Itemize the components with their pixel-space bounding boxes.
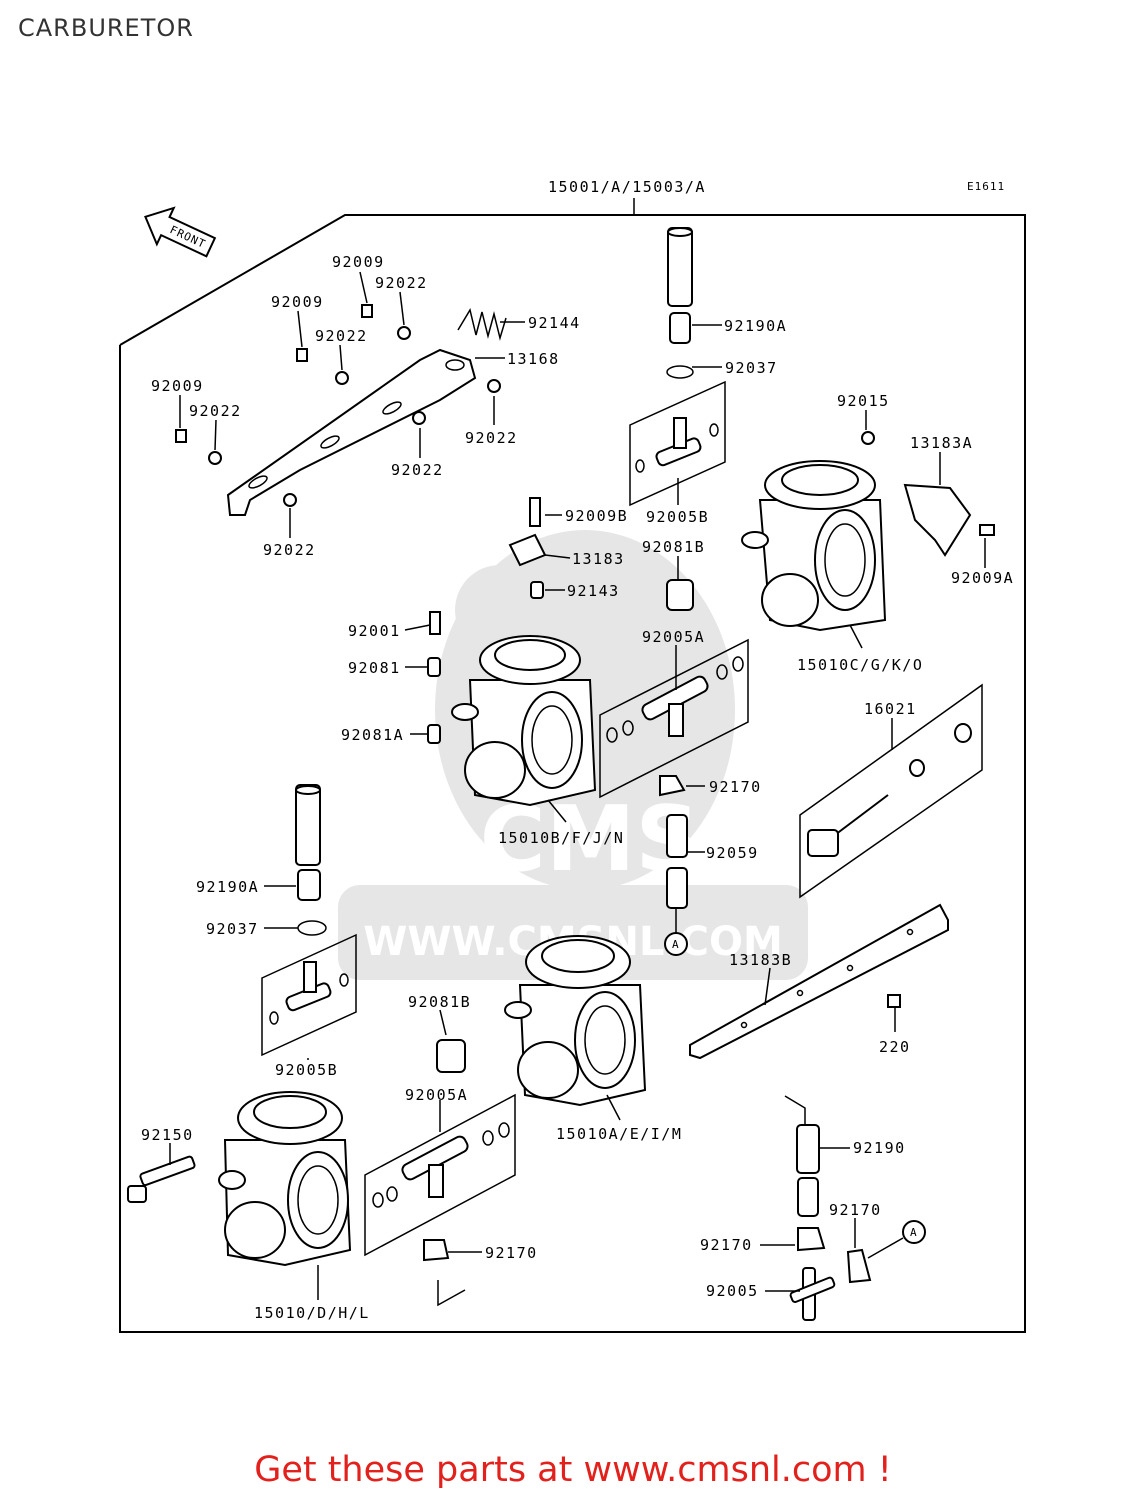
part-label: 92022: [189, 402, 242, 420]
watermark-brand: CMS: [480, 787, 700, 892]
fuel-pipe-92005A-upper: [599, 638, 749, 935]
connector-tag-a-left: A: [664, 932, 688, 956]
part-label: 92022: [375, 274, 428, 292]
front-arrow-icon: FRONT: [144, 206, 217, 258]
part-label: 13183: [572, 550, 625, 568]
diagram-frame: [119, 214, 1026, 1333]
part-label: 92081: [348, 659, 401, 677]
part-label: 92005A: [642, 628, 705, 646]
part-label: 92009: [151, 377, 204, 395]
part-label: 92022: [315, 327, 368, 345]
part-label: 15010C/G/K/O: [797, 656, 923, 674]
carburetor-15010: [127, 1091, 352, 1267]
spring-92144-icon: [457, 308, 507, 341]
connector-tag-text: A: [672, 938, 680, 951]
throttle-bracket-13168: [226, 348, 477, 516]
part-label: 13183B: [729, 951, 792, 969]
part-label: 92144: [528, 314, 581, 332]
carburetor-15010B: [427, 497, 694, 807]
part-label: 92009B: [565, 507, 628, 525]
part-label: 92005B: [646, 508, 709, 526]
part-label: 92022: [391, 461, 444, 479]
part-labels: 92009 92022 92009 92022 92144 13168 9200…: [141, 253, 1014, 1322]
part-label: 15010A/E/I/M: [556, 1125, 682, 1143]
part-label: 92170: [829, 1201, 882, 1219]
part-label: 92081A: [341, 726, 404, 744]
part-label: 92022: [263, 541, 316, 559]
part-label: 92150: [141, 1126, 194, 1144]
part-label: 92015: [837, 392, 890, 410]
screws-and-washers: [175, 304, 501, 507]
air-vent-tube-group-top: [629, 227, 726, 507]
connector-tag-text: A: [910, 1226, 918, 1239]
part-label: 13168: [507, 350, 560, 368]
part-label: 92143: [567, 582, 620, 600]
part-label: 92037: [725, 359, 778, 377]
part-label: 92005: [706, 1282, 759, 1300]
fuel-pipe-92005A-lower: [364, 1093, 516, 1307]
leader-lines: [169, 271, 986, 1300]
part-label: 92059: [706, 844, 759, 862]
part-label: 92190A: [724, 317, 787, 335]
carburetor-15010A: [436, 935, 647, 1107]
promo-banner[interactable]: Get these parts at www.cmsnl.com !: [254, 1450, 892, 1490]
part-label: 92022: [465, 429, 518, 447]
part-label: 92009: [271, 293, 324, 311]
part-label: 92005A: [405, 1086, 468, 1104]
part-label: 92081B: [408, 993, 471, 1011]
part-label: 92170: [485, 1244, 538, 1262]
part-label: 92081B: [642, 538, 705, 556]
carburetor-15010C: [741, 431, 995, 632]
part-label: 92170: [709, 778, 762, 796]
part-label: 15010/D/H/L: [254, 1304, 370, 1322]
page-title: CARBURETOR: [18, 14, 194, 42]
assembly-label: 15001/A/15003/A: [548, 178, 706, 196]
part-label: 92190: [853, 1139, 906, 1157]
choke-cable-16021: [799, 683, 983, 899]
air-vent-tube-group-left: [261, 784, 357, 1057]
reference-code: E1611: [967, 180, 1005, 193]
part-label: 92190A: [196, 878, 259, 896]
part-label: 92009A: [951, 569, 1014, 587]
part-label: 92005B: [275, 1061, 338, 1079]
part-label: 92001: [348, 622, 401, 640]
part-label: 92009: [332, 253, 385, 271]
fuel-tee-group: [784, 1095, 872, 1321]
part-label: 92037: [206, 920, 259, 938]
linkage-rod-13183B: [689, 903, 949, 1060]
part-label: 15010B/F/J/N: [498, 829, 624, 847]
part-label: 13183A: [910, 434, 973, 452]
connector-tag-a-right: A: [867, 1220, 926, 1259]
part-label: 220: [879, 1038, 911, 1056]
part-label: 92170: [700, 1236, 753, 1254]
part-label: 16021: [864, 700, 917, 718]
